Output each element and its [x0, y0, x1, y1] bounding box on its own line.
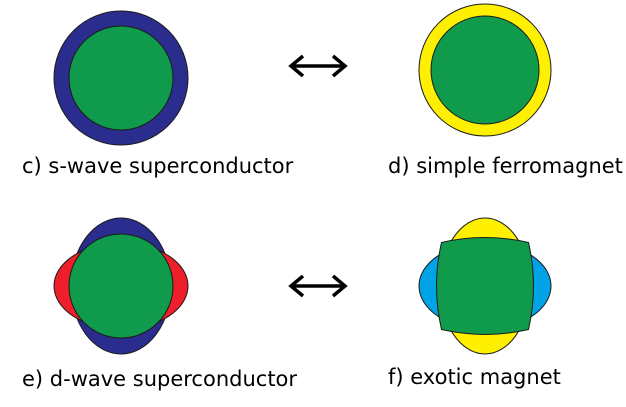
top-double-arrow-icon: [288, 54, 348, 78]
s-wave-superconductor-figure: [53, 10, 189, 146]
exotic-magnet-figure: [418, 217, 552, 355]
label-s-wave-superconductor: c) s-wave superconductor: [22, 154, 294, 178]
label-simple-ferromagnet: d) simple ferromagnet: [388, 154, 623, 178]
ferromagnet-inner-green-disc: [430, 15, 540, 125]
simple-ferromagnet-figure: [418, 3, 552, 137]
s-wave-inner-green-disc: [68, 25, 174, 131]
d-wave-superconductor-figure: [53, 217, 189, 355]
label-exotic-magnet: f) exotic magnet: [388, 365, 561, 389]
label-d-wave-superconductor: e) d-wave superconductor: [22, 367, 298, 391]
bottom-double-arrow-icon: [288, 274, 348, 298]
exotic-central-green-region: [436, 237, 534, 335]
d-wave-inner-green-disc: [68, 233, 174, 339]
